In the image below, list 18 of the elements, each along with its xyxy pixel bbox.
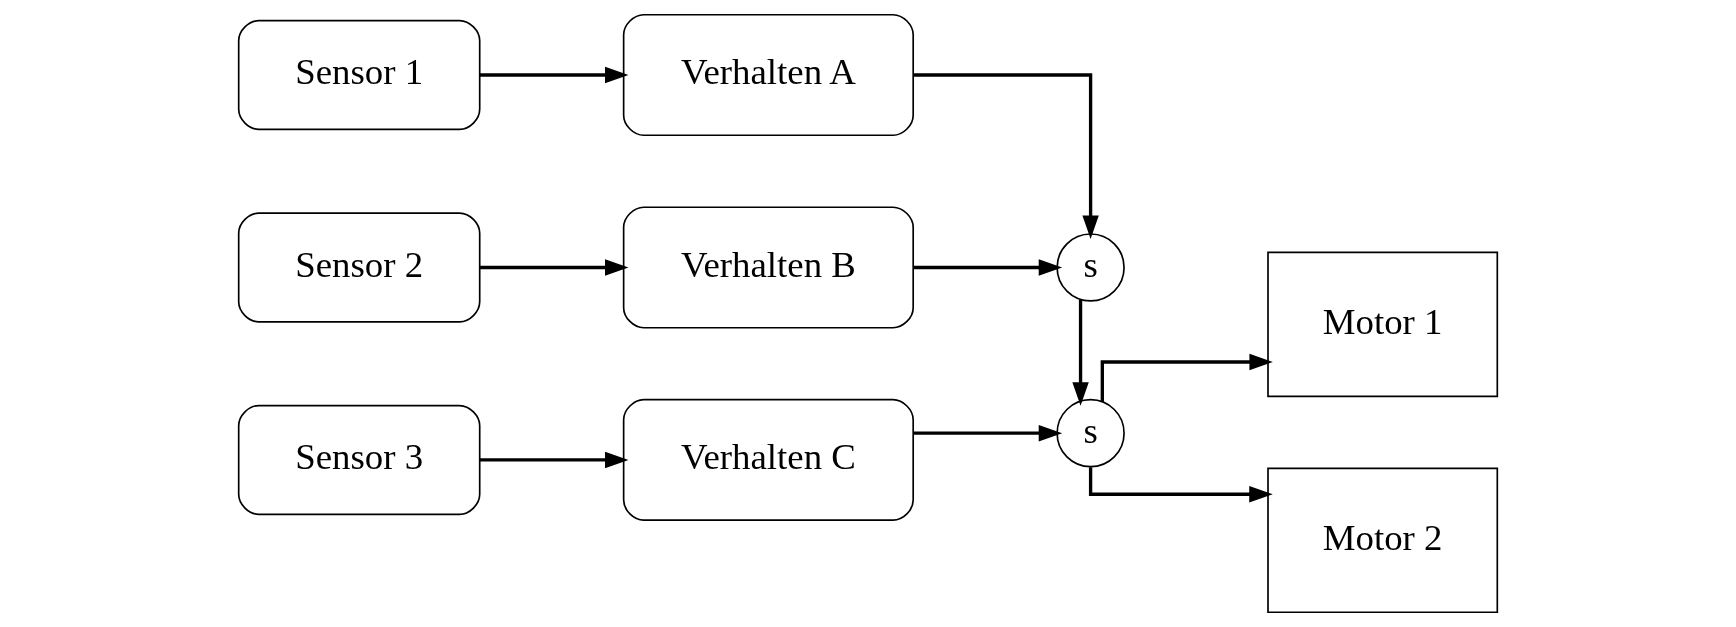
node-box: Verhalten C bbox=[622, 398, 915, 522]
node-circle: s bbox=[1056, 233, 1125, 302]
arrow bbox=[479, 259, 629, 276]
arrow bbox=[913, 73, 1099, 239]
node-box: Sensor 3 bbox=[237, 404, 481, 516]
node-box: Motor 2 bbox=[1267, 467, 1499, 614]
arrow bbox=[1072, 299, 1089, 406]
node-box: Sensor 2 bbox=[237, 212, 481, 323]
arrow bbox=[479, 66, 629, 84]
arrow bbox=[1100, 353, 1273, 402]
node-box: Motor 1 bbox=[1267, 251, 1499, 398]
arrow bbox=[913, 424, 1063, 442]
node-box: Verhalten B bbox=[622, 206, 915, 329]
arrow bbox=[479, 451, 629, 469]
node-circle: s bbox=[1056, 398, 1125, 468]
node-box: Sensor 1 bbox=[237, 19, 481, 131]
arrow bbox=[913, 259, 1063, 276]
node-box: Verhalten A bbox=[622, 13, 915, 137]
